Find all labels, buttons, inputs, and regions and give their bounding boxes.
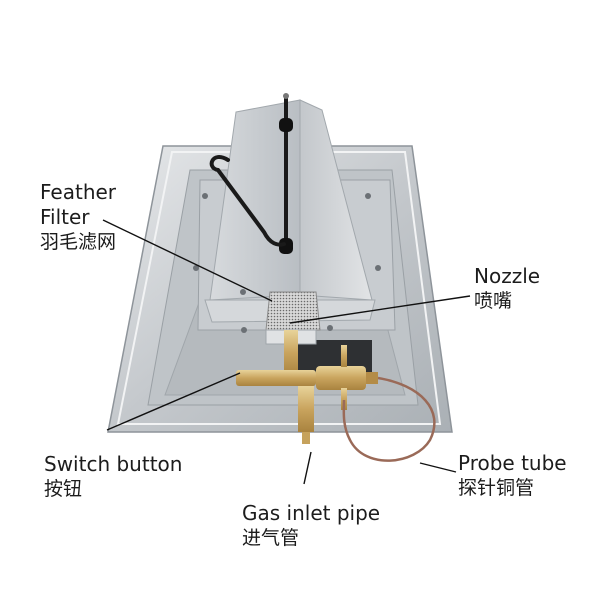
label-gas-inlet-pipe-zh: 进气管 — [242, 527, 300, 549]
leader-nozzle — [289, 295, 471, 324]
label-nozzle-zh: 喷嘴 — [474, 290, 513, 312]
label-feather-filter-en-2: Filter — [40, 205, 90, 229]
brass-valve — [236, 330, 378, 444]
label-probe-tube-zh: 探针铜管 — [458, 477, 535, 499]
label-gas-inlet-pipe: Gas inlet pipe 进气管 — [242, 501, 380, 551]
probe-tube-line — [342, 376, 436, 462]
label-switch-button: Switch button 按钮 — [44, 452, 182, 502]
leader-feather-filter — [102, 219, 273, 302]
label-gas-inlet-pipe-en: Gas inlet pipe — [242, 501, 381, 525]
label-switch-button-en: Switch button — [44, 452, 183, 476]
leader-switch-button — [106, 372, 241, 431]
label-feather-filter: Feather Filter 羽毛滤网 — [40, 180, 116, 255]
hanger-rod — [209, 93, 293, 254]
label-feather-filter-zh: 羽毛滤网 — [40, 231, 117, 253]
label-probe-tube: Probe tube 探针铜管 — [458, 451, 567, 501]
label-nozzle-en: Nozzle — [474, 264, 541, 288]
leader-probe-tube — [419, 462, 457, 473]
burner-housing — [193, 99, 396, 333]
label-nozzle: Nozzle 喷嘴 — [474, 264, 540, 314]
label-switch-button-zh: 按钮 — [44, 478, 83, 500]
leader-gas-inlet — [303, 451, 312, 485]
leader-lines — [102, 219, 471, 485]
label-probe-tube-en: Probe tube — [458, 451, 567, 475]
label-feather-filter-en-1: Feather — [40, 180, 117, 204]
